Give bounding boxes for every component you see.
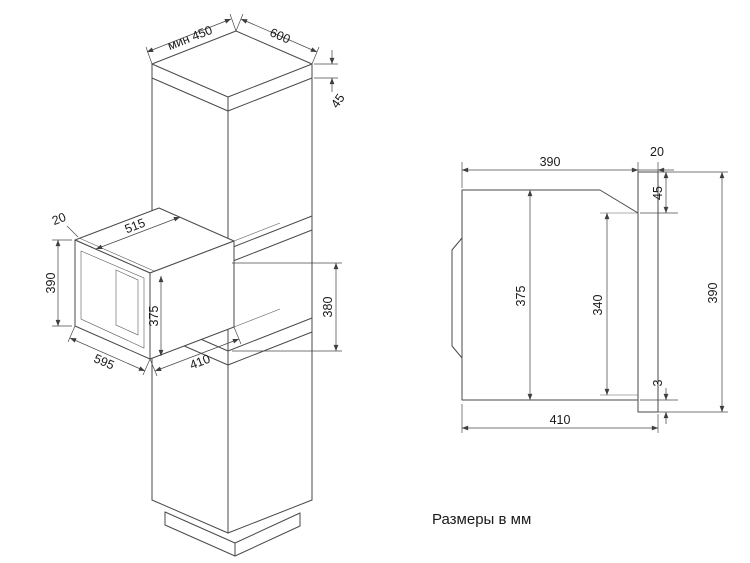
iso-dim-width: 600 xyxy=(268,25,293,46)
iso-dim-frame-width: 595 xyxy=(92,351,117,372)
side-dim-body-height: 340 xyxy=(591,295,605,316)
side-dim-height: 390 xyxy=(706,283,720,304)
iso-dim-min-depth: мин 450 xyxy=(166,23,215,53)
side-view-door xyxy=(637,171,659,413)
drawing-caption: Размеры в мм xyxy=(432,511,531,528)
side-dim-door: 20 xyxy=(650,145,664,159)
microwave-door-window xyxy=(115,269,139,336)
iso-dim-opening-height: 375 xyxy=(147,306,161,327)
side-dim-depth: 390 xyxy=(540,155,561,169)
side-dim-bottom-gap: 3 xyxy=(651,379,665,386)
iso-dim-body-depth: 410 xyxy=(188,352,213,373)
side-view-body xyxy=(451,189,639,401)
side-dim-inner-height: 375 xyxy=(514,286,528,307)
microwave-oven xyxy=(74,207,281,360)
iso-dim-niche-height: 380 xyxy=(321,297,335,318)
iso-dim-top-offset: 45 xyxy=(328,91,347,110)
iso-dim-body-width: 515 xyxy=(123,216,148,237)
side-dim-total-depth: 410 xyxy=(550,413,571,427)
iso-dim-frame-gap: 20 xyxy=(50,210,68,228)
side-view-oven xyxy=(451,171,659,413)
side-dim-top-gap: 45 xyxy=(651,186,665,200)
side-dimension-lines: 390 20 45 3 390 375 340 410 xyxy=(461,145,728,433)
iso-dim-height: 390 xyxy=(44,273,58,294)
